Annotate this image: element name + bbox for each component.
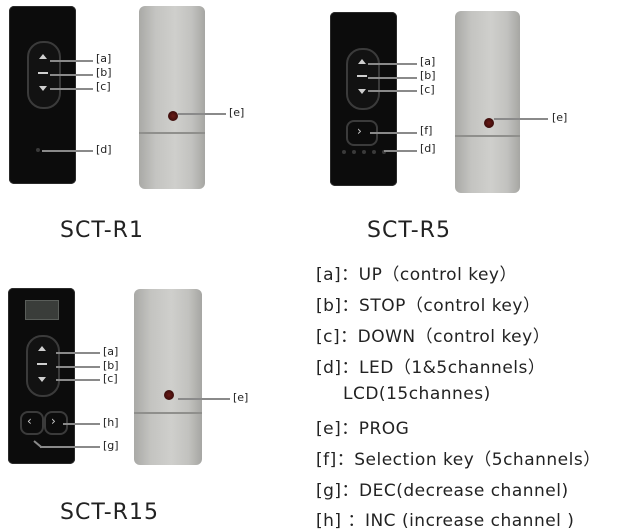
stop-icon [37, 363, 47, 365]
led-indicator [342, 150, 346, 154]
remote-r15-front: ‹ › [8, 288, 75, 464]
label-b: [b] [103, 359, 119, 372]
led-indicator [36, 148, 40, 152]
label-a: [a] [103, 345, 119, 358]
label-e: [e] [233, 391, 249, 404]
leader-line [494, 118, 548, 120]
leader-line [368, 77, 417, 79]
chevron-left-icon: ‹ [27, 414, 32, 428]
leader-line [50, 74, 93, 76]
keypad [26, 335, 60, 397]
label-e: [e] [552, 111, 568, 124]
legend-line-b: [b]：STOP（control key） [316, 296, 541, 316]
chevron-right-icon: › [357, 124, 362, 138]
back-seam [139, 132, 205, 134]
legend-line-h: [h] ：INC (increase channel ) [316, 511, 575, 531]
led-indicator [372, 150, 376, 154]
leader-line [50, 60, 93, 62]
label-f: [f] [420, 124, 433, 137]
label-c: [c] [96, 80, 111, 93]
label-g: [g] [103, 439, 119, 452]
legend-line-f: [f]：Selection key（5channels） [316, 450, 601, 470]
model-title-r1: SCT-R1 [60, 218, 144, 243]
label-a: [a] [96, 52, 112, 65]
leader-line [384, 150, 417, 152]
dec-key [20, 411, 44, 435]
leader-line [63, 423, 100, 425]
label-a: [a] [420, 55, 436, 68]
leader-line [368, 90, 417, 92]
down-arrow-icon [38, 377, 46, 382]
prog-hole [164, 390, 174, 400]
leader-line [56, 366, 100, 368]
leader-line [50, 88, 93, 90]
led-indicator [352, 150, 356, 154]
back-seam [455, 135, 520, 137]
remote-r5-front: › [330, 12, 397, 186]
prog-hole [484, 118, 494, 128]
label-b: [b] [420, 69, 436, 82]
legend-line-d-lcd: LCD(15channes) [343, 384, 491, 404]
label-c: [c] [103, 372, 118, 385]
leader-line [178, 398, 230, 400]
up-arrow-icon [39, 54, 47, 59]
remote-r5-back [455, 11, 520, 193]
lcd-screen [25, 300, 59, 320]
legend-line-d: [d]：LED（1&5channels） [316, 358, 546, 378]
leader-line [368, 63, 417, 65]
up-arrow-icon [38, 346, 46, 351]
label-c: [c] [420, 83, 435, 96]
label-e: [e] [229, 106, 245, 119]
down-arrow-icon [39, 86, 47, 91]
legend-line-e: [e]：PROG [316, 419, 410, 439]
chevron-right-icon: › [51, 414, 56, 428]
remote-r1-front [9, 6, 76, 184]
label-b: [b] [96, 66, 112, 79]
leader-line [42, 150, 93, 152]
model-title-r15: SCT-R15 [60, 500, 159, 525]
down-arrow-icon [358, 89, 366, 94]
remote-r15-back [134, 289, 202, 465]
label-d: [d] [420, 142, 436, 155]
remote-r1-back [139, 6, 205, 189]
stop-icon [38, 72, 48, 74]
prog-hole [168, 111, 178, 121]
led-indicator [382, 150, 386, 154]
led-indicator [362, 150, 366, 154]
leader-line [370, 132, 417, 134]
legend-line-a: [a]：UP（control key） [316, 265, 517, 285]
label-h: [h] [103, 416, 119, 429]
legend-line-c: [c]：DOWN（control key） [316, 327, 551, 347]
model-title-r5: SCT-R5 [367, 218, 451, 243]
up-arrow-icon [358, 59, 366, 64]
stop-icon [357, 75, 367, 77]
label-d: [d] [96, 143, 112, 156]
legend-line-g: [g]：DEC(decrease channel) [316, 481, 569, 501]
leader-line [56, 379, 100, 381]
leader-line [40, 446, 100, 448]
leader-line [56, 352, 100, 354]
leader-line [178, 113, 226, 115]
keypad [346, 48, 380, 110]
back-seam [134, 412, 202, 414]
